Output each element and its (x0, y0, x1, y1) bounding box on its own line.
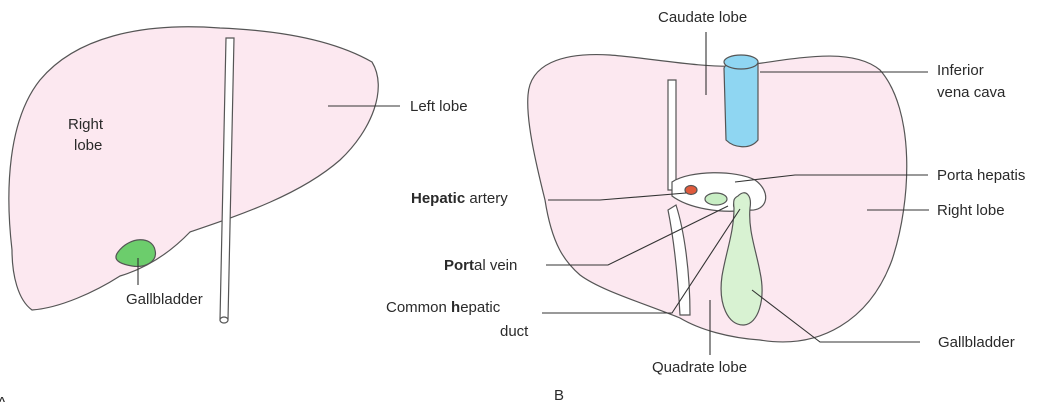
caudate-lobe-label: Caudate lobe (658, 9, 747, 26)
portal-vein (705, 193, 727, 205)
panel-a: Right lobe Left lobe Gallbladder A (0, 27, 468, 402)
liver-anterior (9, 27, 378, 310)
panel-b: Caudate lobe Inferior vena cava Porta he… (386, 9, 1025, 402)
left-lobe-label: Left lobe (410, 98, 468, 115)
porta-hepatis-label: Porta hepatis (937, 167, 1025, 184)
panel-letter-a: A (0, 394, 7, 402)
hepatic-artery-label: Hepatic artery (411, 190, 508, 207)
portal-vein-label-bold: Port (444, 257, 474, 274)
falciform-tip (220, 317, 228, 323)
right-lobe-label-b: Right lobe (937, 202, 1005, 219)
inferior-vena-cava (724, 57, 758, 147)
chd-label-b: h (451, 299, 460, 316)
panel-letter-b: B (554, 387, 564, 402)
portal-vein-label: Portal vein (444, 257, 517, 274)
hepatic-artery-label-bold: Hepatic (411, 190, 465, 207)
hepatic-artery-label-rest: artery (465, 190, 508, 207)
right-lobe-label-a2: lobe (74, 137, 102, 154)
ivc-label-2: vena cava (937, 84, 1006, 101)
common-hepatic-duct-label-2: duct (500, 323, 529, 340)
right-lobe-label-a1: Right (68, 116, 104, 133)
chd-label-c: epatic (460, 299, 501, 316)
ivc-label-1: Inferior (937, 62, 984, 79)
quadrate-lobe-label: Quadrate lobe (652, 359, 747, 376)
ivc-top (724, 55, 758, 69)
chd-label-a: Common (386, 299, 451, 316)
gallbladder-label-b: Gallbladder (938, 334, 1015, 351)
hepatic-artery (685, 186, 697, 195)
fissure-upper (668, 80, 676, 190)
portal-vein-label-rest: al vein (474, 257, 517, 274)
common-hepatic-duct-label-1: Common hepatic (386, 299, 501, 316)
gallbladder-label-a: Gallbladder (126, 291, 203, 308)
